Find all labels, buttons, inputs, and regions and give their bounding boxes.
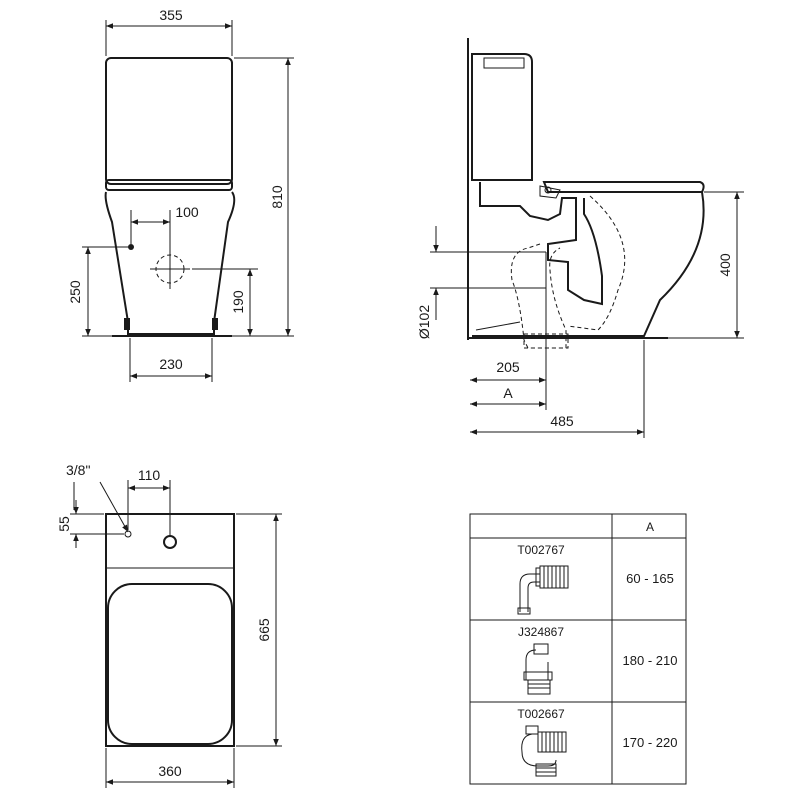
foot-left xyxy=(124,318,130,330)
inlet-point xyxy=(128,244,134,250)
dim-thread: 3/8" xyxy=(66,462,90,478)
base-hatch xyxy=(475,321,521,331)
bowl-interior xyxy=(567,195,626,331)
hinge-side xyxy=(539,185,561,199)
connector-code: J324867 xyxy=(518,625,564,639)
dim-diameter-102: Ø102 xyxy=(416,305,432,339)
dim-inlet-250: 250 xyxy=(67,280,83,304)
connector-table: A T002767 60 - 165 J324867 180 - 210 xyxy=(469,513,687,785)
dim-depth-485: 485 xyxy=(550,413,574,429)
leader-line xyxy=(99,481,129,533)
front-view: 355 810 100 250 190 230 xyxy=(67,7,294,382)
top-view: 3/8" 110 55 665 360 xyxy=(56,462,282,788)
connector-range: 170 - 220 xyxy=(623,735,678,750)
dim-width-360: 360 xyxy=(158,763,182,779)
dim-length-665: 665 xyxy=(256,618,272,642)
connector-t002667-illustration xyxy=(521,725,567,777)
outlet-connector-dashed xyxy=(510,243,567,349)
table-header-a: A xyxy=(646,520,654,534)
dim-depth-55: 55 xyxy=(56,516,72,532)
dim-offset-100: 100 xyxy=(175,204,199,220)
seat-lid-side xyxy=(542,181,705,193)
dim-width-355: 355 xyxy=(159,7,183,23)
hinge-pin xyxy=(544,186,552,194)
dim-offset-110: 110 xyxy=(138,467,161,483)
dim-outlet-190: 190 xyxy=(230,290,246,314)
connector-t002767-illustration xyxy=(517,565,569,615)
dim-pan-400: 400 xyxy=(717,253,733,277)
connector-range: 180 - 210 xyxy=(623,653,678,668)
connector-code: T002667 xyxy=(517,707,565,721)
connector-j324867-illustration xyxy=(523,643,553,695)
dim-outlet-205: 205 xyxy=(496,359,520,375)
connector-code: T002767 xyxy=(517,543,565,557)
tank-lid-front xyxy=(105,179,233,191)
side-view: 400 Ø102 205 A 485 xyxy=(416,38,744,438)
seat-top xyxy=(107,583,233,745)
foot-right xyxy=(212,318,218,330)
dim-height-810: 810 xyxy=(269,185,285,209)
bowl-front xyxy=(104,191,236,335)
flush-button-top xyxy=(163,535,177,549)
connector-range: 60 - 165 xyxy=(626,571,674,586)
cistern-side xyxy=(471,53,533,181)
dim-a-side: A xyxy=(503,385,513,401)
bowl-side xyxy=(472,191,705,337)
cistern-front xyxy=(105,57,233,185)
table-border xyxy=(469,513,687,785)
flush-button-side xyxy=(483,57,525,69)
top-outline xyxy=(105,513,235,747)
dim-base-230: 230 xyxy=(159,356,183,372)
trapway xyxy=(479,182,603,306)
